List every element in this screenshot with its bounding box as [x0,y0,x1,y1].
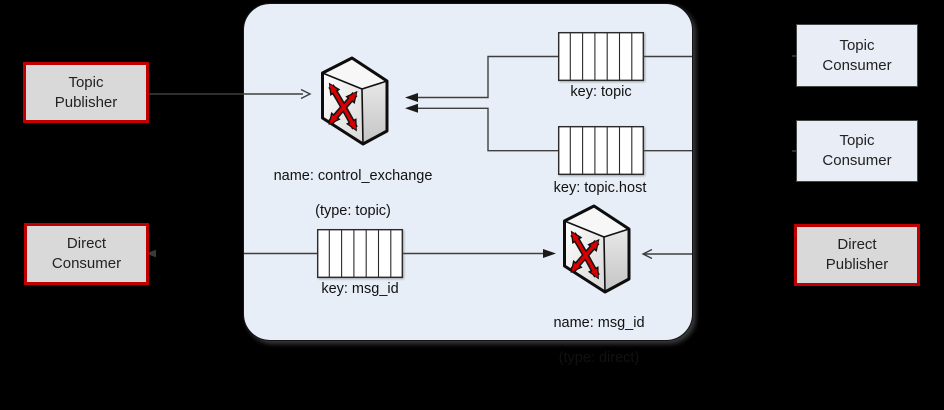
queue-msg-id-label: key: msg_id [321,281,399,297]
topic-exchange-type: (type: topic) [315,202,391,219]
direct-publisher-box: Direct Publisher [794,224,920,286]
topic-exchange-label: name: control_exchange (type: topic) [253,150,453,238]
direct-exchange-name: name: msg_id [553,314,645,331]
direct-exchange-label: name: msg_id (type: direct) [499,297,699,385]
direct-consumer-label: Direct Consumer [51,235,122,272]
queue-topic-label: key: topic [570,84,632,100]
topic-consumer-2-label: Topic Consumer [822,132,892,169]
topic-consumer-1-label: Topic Consumer [822,36,892,74]
topic-exchange-icon [321,56,389,146]
topic-consumer-2-box: Topic Consumer [796,120,918,182]
direct-exchange-type: (type: direct) [558,349,640,366]
queue-topic-host-label: key: topic.host [553,180,647,196]
direct-exchange-icon [563,204,631,294]
direct-publisher-label: Direct Publisher [825,236,889,273]
queue-topic-host-icon [558,126,644,175]
direct-consumer-box: Direct Consumer [24,223,149,285]
topic-consumer-1-box: Topic Consumer [796,24,918,87]
topic-exchange-name: name: control_exchange [273,167,433,184]
queue-topic-icon [558,32,644,81]
topic-publisher-label: Topic Publisher [54,73,118,111]
topic-publisher-box: Topic Publisher [23,62,149,123]
